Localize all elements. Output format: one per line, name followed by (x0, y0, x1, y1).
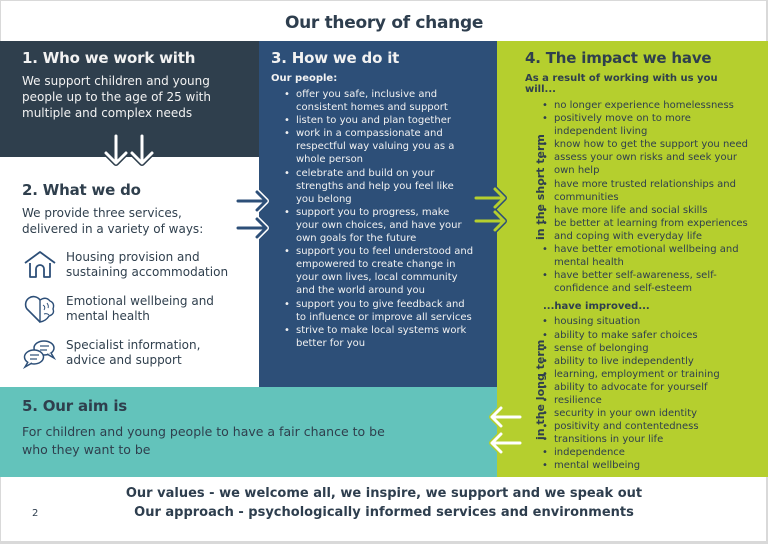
service-information: Specialist information, advice and suppo… (22, 337, 237, 369)
how-list: offer you safe, inclusive and consistent… (271, 88, 474, 350)
heart-brain-icon (24, 295, 55, 323)
list-item: have better emotional wellbeing and ment… (542, 243, 757, 269)
list-item: have more trusted relationships and comm… (542, 178, 757, 204)
footer: Our values - we welcome all, we inspire,… (0, 484, 768, 522)
section4-heading: 4. The impact we have (525, 49, 712, 67)
section-impact: 4. The impact we have As a result of wor… (497, 41, 768, 477)
list-item: strive to make local systems work better… (284, 324, 474, 350)
list-item: offer you safe, inclusive and consistent… (284, 88, 474, 114)
section1-heading: 1. Who we work with (22, 49, 196, 67)
list-item: ability to advocate for yourself (542, 381, 757, 394)
long-term-label: in the long term (534, 339, 547, 440)
list-item: support you to give feedback and to infl… (284, 298, 474, 324)
page-number: 2 (32, 508, 39, 519)
right-arrows-blue-icon (235, 189, 269, 240)
short-term-list: no longer experience homelessness positi… (525, 99, 757, 295)
list-item: have better self-awareness, self-confide… (542, 269, 757, 295)
service-label: Housing provision and sustaining accommo… (66, 250, 229, 279)
service-label: Specialist information, advice and suppo… (66, 338, 201, 367)
list-item: assess your own risks and seek your own … (542, 151, 757, 177)
section1-text: We support children and young people up … (22, 74, 211, 120)
section4-subheading: As a result of working with us you will.… (525, 73, 718, 95)
list-item: no longer experience homelessness (542, 99, 757, 112)
list-item: ability to live independently (542, 355, 757, 368)
section5-heading: 5. Our aim is (22, 397, 127, 415)
page-title: Our theory of change (284, 13, 484, 33)
long-term-intro: ...have improved... (543, 301, 650, 313)
list-item: be better at learning from experiences a… (542, 217, 757, 243)
list-item: security in your own identity (542, 407, 757, 420)
list-item: support you to feel understood and empow… (284, 245, 474, 297)
section-what-we-do: 2. What we do We provide three services,… (0, 157, 259, 387)
list-item: independence (542, 446, 757, 459)
list-item: positivity and contentedness (542, 420, 757, 433)
list-item: positively move on to more independent l… (542, 112, 757, 138)
section5-text: For children and young people to have a … (22, 424, 385, 457)
long-term-list: housing situation ability to make safer … (525, 315, 757, 472)
section-our-aim: 5. Our aim is For children and young peo… (0, 387, 497, 477)
house-icon (24, 251, 56, 278)
section2-heading: 2. What we do (22, 181, 141, 199)
section3-subheading: Our people: (271, 73, 338, 84)
down-arrows-icon (103, 134, 155, 166)
service-wellbeing: Emotional wellbeing and mental health (22, 293, 237, 325)
section3-heading: 3. How we do it (271, 49, 400, 67)
list-item: resilience (542, 394, 757, 407)
service-label: Emotional wellbeing and mental health (66, 294, 214, 323)
list-item: mental wellbeing (542, 459, 757, 472)
list-item: celebrate and build on your strengths an… (284, 167, 474, 206)
list-item: support you to progress, make your own c… (284, 206, 474, 245)
section-how-we-do-it: 3. How we do it Our people: offer you sa… (259, 41, 497, 387)
speech-bubbles-icon (22, 340, 57, 369)
approach-statement: Our approach - psychologically informed … (134, 505, 634, 520)
right-arrows-lime-icon (473, 186, 507, 233)
list-item: ability to make safer choices (542, 329, 757, 342)
short-term-label: in the short term (534, 134, 547, 240)
list-item: sense of belonging (542, 342, 757, 355)
left-arrows-icon (489, 405, 523, 455)
list-item: have more life and social skills (542, 204, 757, 217)
values-statement: Our values - we welcome all, we inspire,… (125, 486, 643, 501)
service-housing: Housing provision and sustaining accommo… (22, 249, 237, 281)
list-item: work in a compassionate and respectful w… (284, 127, 474, 166)
section-who-we-work-with: 1. Who we work with We support children … (0, 41, 259, 157)
list-item: listen to you and plan together (284, 114, 474, 127)
list-item: learning, employment or training (542, 368, 757, 381)
section2-text: We provide three services, delivered in … (22, 206, 204, 236)
list-item: housing situation (542, 315, 757, 328)
list-item: transitions in your life (542, 433, 757, 446)
list-item: know how to get the support you need (542, 138, 757, 151)
